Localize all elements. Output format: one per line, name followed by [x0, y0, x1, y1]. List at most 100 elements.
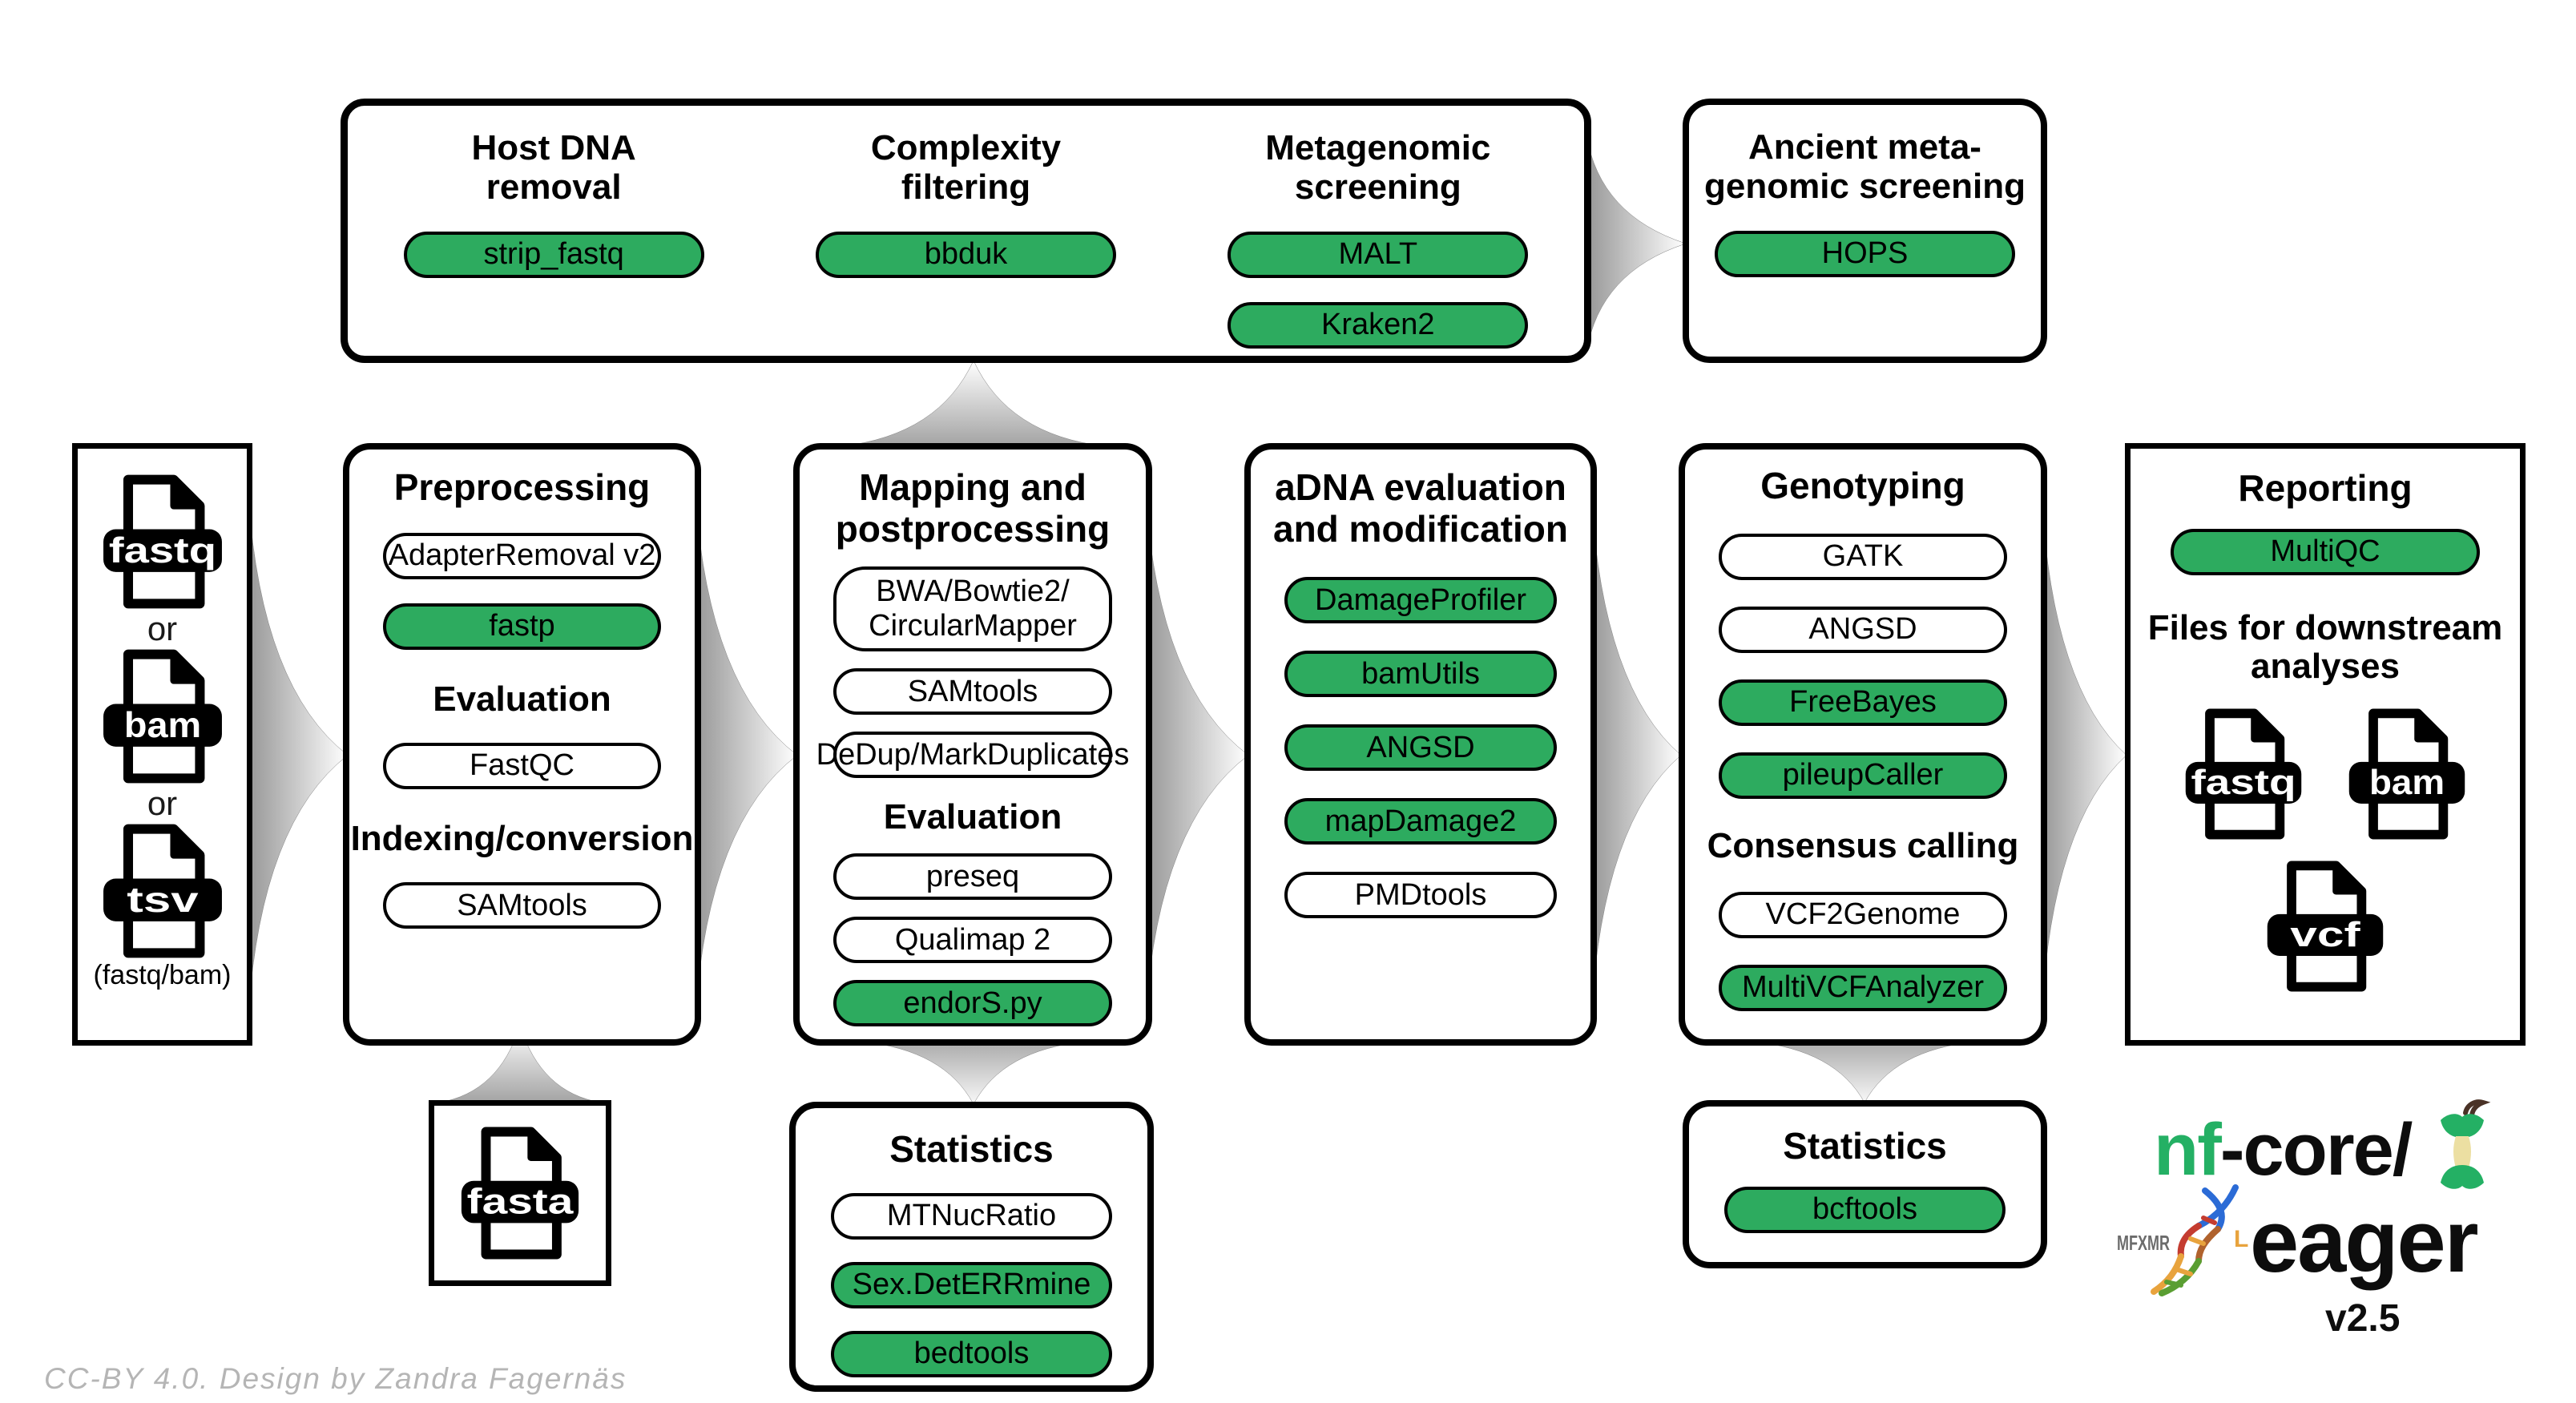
tool-pill-freebayes: FreeBayes: [1719, 679, 2007, 726]
tool-pill-damageprofiler: DamageProfiler: [1284, 577, 1557, 624]
title-line: Mapping and: [859, 466, 1086, 508]
box-title: Statistics: [1783, 1125, 1947, 1167]
preprocessing-box: Preprocessing AdapterRemoval v2 fastp Ev…: [343, 443, 701, 1046]
logo-nf-text: nf: [2154, 1108, 2222, 1191]
file-label: vcf: [2290, 915, 2360, 954]
tool-pill-bcftools: bcftools: [1724, 1186, 2006, 1233]
tool-pill-samtools: SAMtools: [833, 668, 1112, 716]
input-files-box: fastq or bam or tsv (fastq/bam): [72, 443, 252, 1046]
nf-core-eager-logo: nf-core/ MFXMR L: [2115, 1099, 2576, 1345]
box-title: Ancient meta-genomic screening: [1704, 127, 2026, 207]
tool-pill-vcf2genome: VCF2Genome: [1719, 891, 2007, 938]
tool-pill-pmdtools: PMDtools: [1284, 872, 1557, 919]
tool-pill-fastqc: FastQC: [383, 742, 661, 789]
statistics-mapping-box: Statistics MTNucRatio Sex.DetERRmine bed…: [789, 1102, 1154, 1392]
title-line: Host DNA: [471, 128, 636, 167]
box-title: Preprocessing: [393, 466, 651, 508]
tool-pill-mtnucratio: MTNucRatio: [831, 1192, 1112, 1240]
title-line: screening: [1294, 167, 1461, 208]
vcf-file-icon: vcf: [2267, 861, 2384, 992]
title-line: Files for downstream: [2147, 607, 2503, 647]
license-credit: CC-BY 4.0. Design by Zandra Fagernäs: [44, 1362, 627, 1395]
tool-pill-kraken2: Kraken2: [1228, 301, 1529, 349]
pill-line: BWA/Bowtie2/: [876, 575, 1070, 609]
tool-pill-angsd: ANGSD: [1719, 606, 2007, 653]
title-line: Complexity: [870, 128, 1062, 167]
title-line: Metagenomic: [1265, 128, 1491, 167]
logo-version: v2.5: [2325, 1297, 2401, 1340]
tool-pill-multivcfanalyzer: MultiVCFAnalyzer: [1719, 964, 2007, 1011]
tool-pill-malt: MALT: [1228, 231, 1529, 278]
flow-arrow-genotyping-to-reporting: [2042, 497, 2127, 1014]
tool-pill-preseq: preseq: [833, 853, 1112, 901]
tool-pill-bedtools: bedtools: [831, 1330, 1112, 1377]
fastq-file-icon: fastq: [2185, 708, 2302, 840]
tool-pill-adapterremoval: AdapterRemoval v2: [383, 532, 661, 579]
ancient-metagenomic-box: Ancient meta-genomic screening HOPS: [1683, 99, 2047, 363]
flow-arrow-genotyping-to-statistics: [1752, 1042, 1977, 1103]
tool-pill-mapdamage2: mapDamage2: [1284, 798, 1557, 845]
evaluation-subtitle: Evaluation: [433, 679, 611, 719]
box-title: Statistics: [889, 1128, 1054, 1170]
tool-pill-bamutils: bamUtils: [1284, 651, 1557, 698]
flow-arrow-preprocessing-to-mapping: [695, 497, 797, 1014]
dna-helix-icon: MFXMR L: [2117, 1184, 2248, 1296]
pill-line: CircularMapper: [869, 609, 1077, 643]
bam-file-icon: bam: [2348, 708, 2465, 840]
or-label: or: [147, 610, 178, 647]
tool-pill-samtools: SAMtools: [383, 882, 661, 929]
genotyping-box: Genotyping GATK ANGSD FreeBayes pileupCa…: [1679, 443, 2047, 1046]
tool-pill-qualimap2: Qualimap 2: [833, 917, 1112, 964]
indexing-subtitle: Indexing/conversion: [350, 818, 694, 858]
bam-file-icon: bam: [103, 649, 222, 784]
title-line: aDNA evaluation: [1275, 466, 1566, 508]
tool-pill-endors-py: endorS.py: [833, 980, 1112, 1027]
box-title: Reporting: [2238, 467, 2413, 509]
flow-arrow-metagenomic-to-ancient: [1586, 135, 1686, 353]
flow-arrow-mapping-to-adna: [1146, 497, 1248, 1014]
statistics-genotyping-box: Statistics bcftools: [1683, 1100, 2047, 1268]
title-line: postprocessing: [835, 507, 1111, 550]
flow-arrow-input-to-preprocessing: [248, 497, 348, 1014]
evaluation-subtitle: Evaluation: [883, 797, 1062, 837]
title-line: filtering: [901, 167, 1031, 208]
tool-pill-sexdeterrmine: Sex.DetERRmine: [831, 1261, 1112, 1308]
title-line: genomic screening: [1703, 167, 2026, 207]
rune-text: MFXMR: [2117, 1231, 2170, 1255]
flow-arrow-adna-to-genotyping: [1591, 497, 1681, 1014]
tool-pill-hops: HOPS: [1715, 230, 2015, 277]
file-label: tsv: [127, 881, 199, 920]
fastq-file-icon: fastq: [103, 474, 222, 609]
flow-arrow-mapping-to-statistics: [861, 1042, 1086, 1104]
file-label: fastq: [2191, 763, 2296, 802]
tool-pill-pileupcaller: pileupCaller: [1719, 752, 2007, 799]
input-caption: (fastq/bam): [93, 960, 232, 991]
logo-eager-text: eager: [2250, 1191, 2479, 1291]
tool-pill-gatk: GATK: [1719, 533, 2007, 580]
file-label: bam: [123, 706, 200, 745]
title-line: removal: [486, 167, 622, 208]
title-line: Ancient meta-: [1748, 127, 1981, 167]
tsv-file-icon: tsv: [103, 824, 222, 958]
flow-arrow-mapping-to-screening: [841, 361, 1106, 446]
rune-l: L: [2234, 1226, 2248, 1252]
file-label: fasta: [467, 1183, 574, 1222]
downstream-files-row: fastq bam: [2176, 707, 2474, 841]
fasta-reference-box: fasta: [429, 1100, 611, 1286]
tool-pill-angsd: ANGSD: [1284, 724, 1557, 772]
title-line: analyses: [2251, 646, 2400, 686]
file-label: bam: [2369, 763, 2445, 802]
tool-pill-strip-fastq: strip_fastq: [403, 231, 704, 278]
tool-pill-bwa-bowtie2-circularmapper: BWA/Bowtie2/ CircularMapper: [833, 566, 1112, 652]
